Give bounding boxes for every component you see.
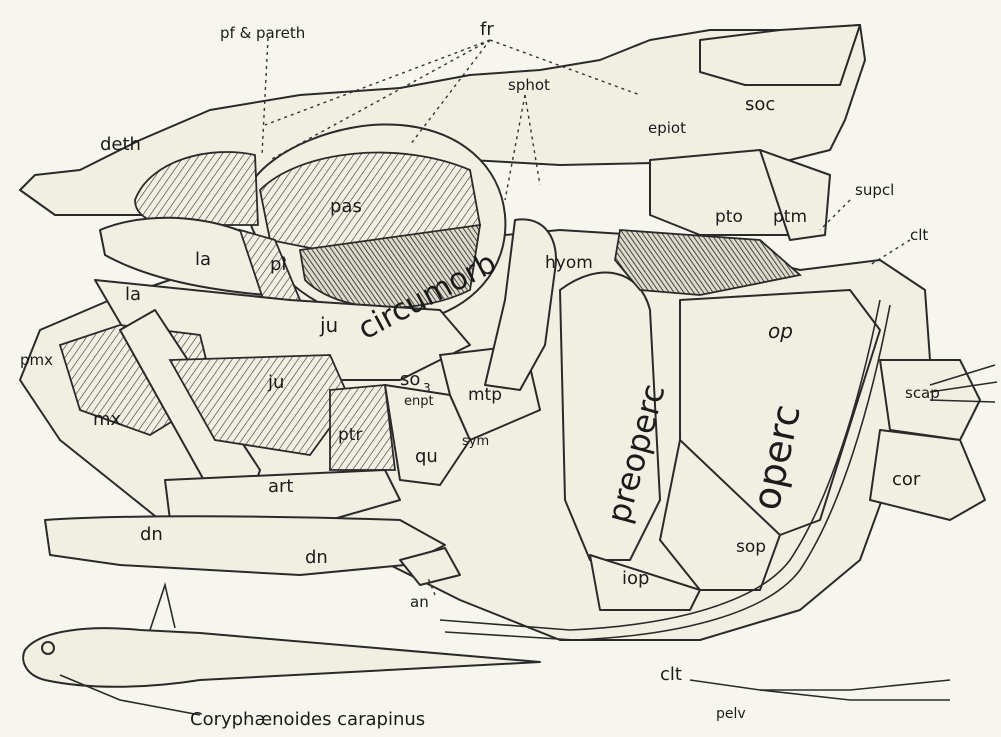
label-iop: iop [622,568,649,589]
label-so3: so [400,369,420,390]
label-pl: pl [270,254,286,275]
label-pto: pto [715,207,743,227]
label-art: art [268,476,294,497]
label-mtp: mtp [468,385,502,405]
label-clt-upper: clt [910,226,928,244]
fish-inset [23,585,540,715]
label-ju-lower: ju [267,372,284,393]
figure-caption: Coryphænoides carapinus [190,709,425,730]
label-so3-sub: 3 [423,381,431,395]
label-hyom: hyom [545,253,593,273]
label-ju-upper: ju [319,313,338,337]
label-cor: cor [892,469,921,490]
label-sym: sym [462,434,489,449]
label-clt-lower: clt [660,664,682,685]
label-ptm: ptm [773,207,807,227]
label-supcl: supcl [855,181,894,199]
label-deth: deth [100,134,141,155]
label-an: an [410,593,429,611]
label-pelv: pelv [716,706,746,722]
label-pf-pareth: pf & pareth [220,24,305,42]
label-fr: fr [480,19,494,40]
label-sop: sop [736,537,766,557]
label-qu: qu [415,446,438,467]
label-la-lower: la [125,284,141,305]
label-ptr: ptr [338,425,362,445]
label-dn-lower: dn [305,547,328,568]
label-pas: pas [330,196,362,217]
label-la-upper: la [195,249,211,270]
label-scap: scap [905,384,940,402]
label-soc: soc [745,94,775,115]
label-epiot: epiot [648,119,686,137]
label-enpt: enpt [404,394,434,409]
label-sphot: sphot [508,76,550,94]
label-mx: mx [93,409,122,430]
label-op: op [768,319,793,343]
label-dn-upper: dn [140,524,163,545]
label-pmx: pmx [20,351,53,369]
